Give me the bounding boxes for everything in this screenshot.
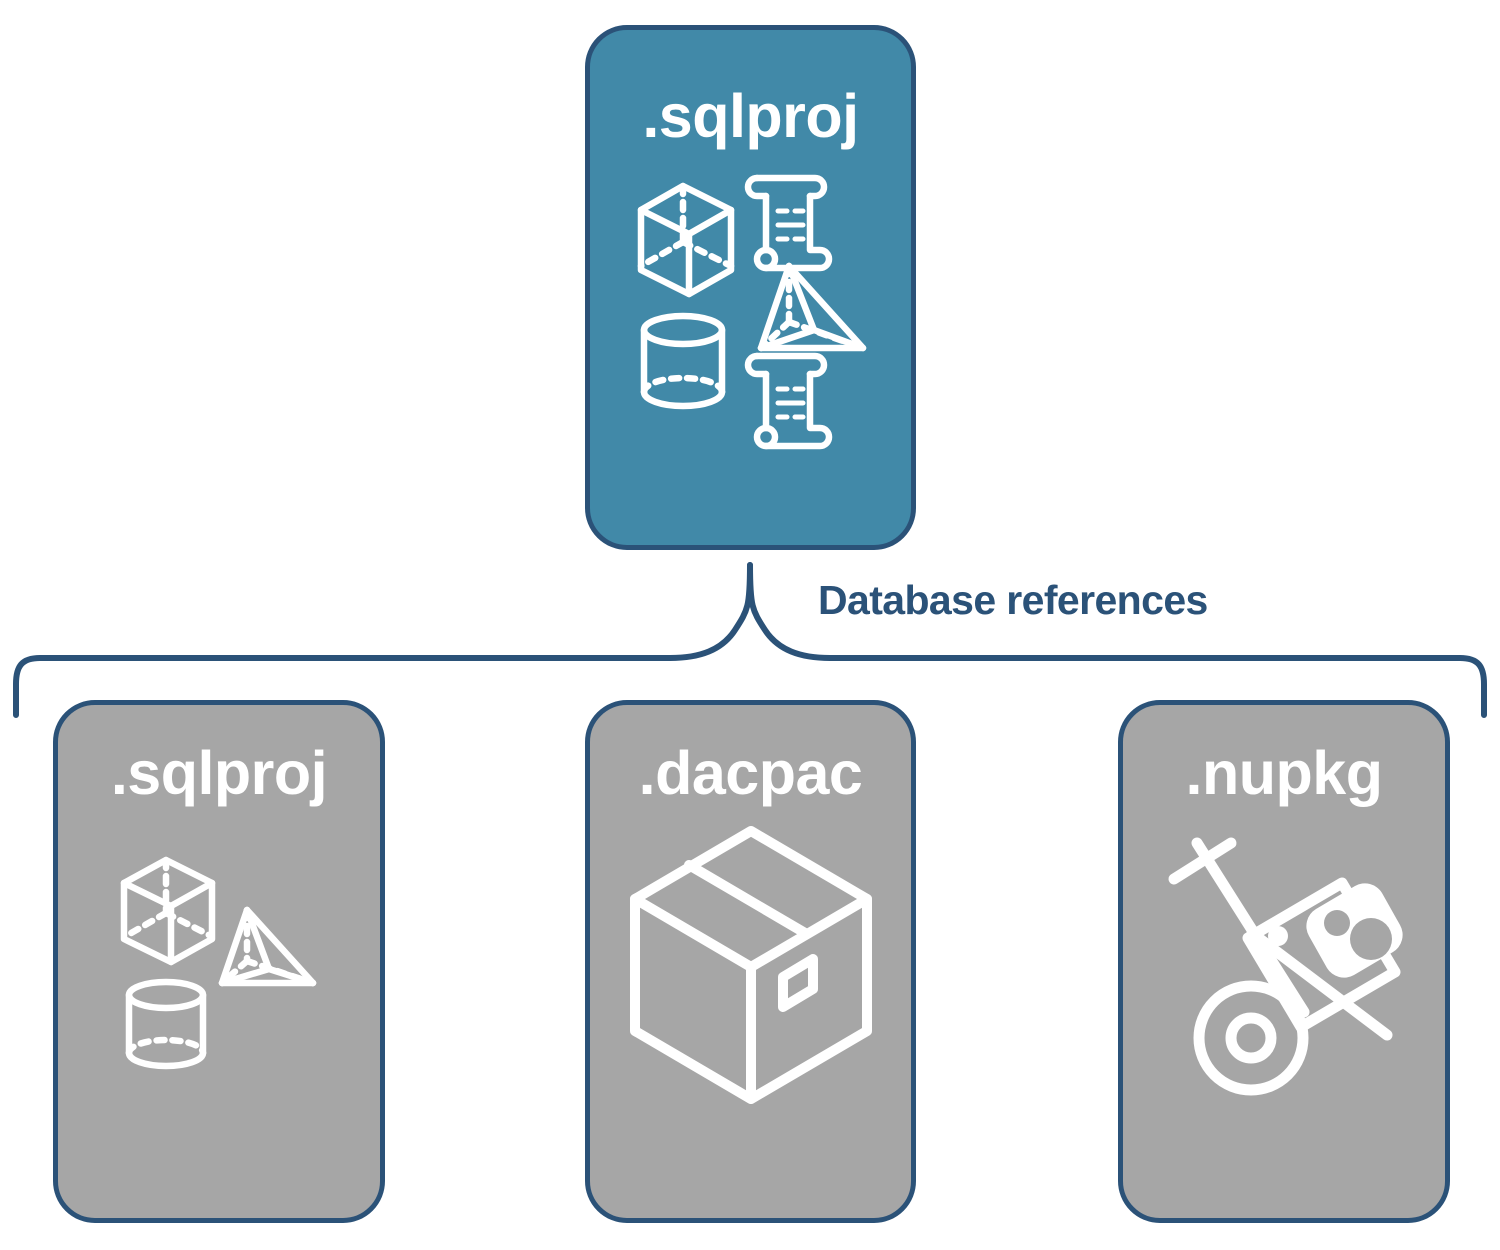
cube-wireframe-icon: [120, 856, 216, 966]
shipping-box-icon: [629, 826, 872, 1104]
scroll-script-icon: [744, 352, 832, 450]
cylinder-wireframe-icon: [640, 312, 725, 410]
cylinder-wireframe-icon: [125, 978, 207, 1070]
connector-label: Database references: [818, 577, 1208, 623]
cube-wireframe-icon: [637, 182, 734, 298]
card-title-reference-dacpac: .dacpac: [638, 739, 863, 807]
pyramid-wireframe-icon: [218, 906, 317, 987]
scroll-script-icon: [744, 174, 832, 272]
pyramid-wireframe-icon: [757, 262, 866, 352]
card-title-reference-sqlproj: .sqlproj: [110, 739, 328, 807]
card-artwork-reference-sqlproj: [58, 855, 380, 1070]
card-title-reference-nupkg: .nupkg: [1185, 739, 1383, 807]
card-title-source-sqlproj: .sqlproj: [642, 82, 859, 150]
card-reference-sqlproj[interactable]: .sqlproj: [53, 700, 385, 1223]
card-reference-dacpac[interactable]: .dacpac: [585, 700, 916, 1223]
card-artwork-reference-dacpac: [590, 825, 911, 1105]
card-reference-nupkg[interactable]: .nupkg: [1118, 700, 1450, 1223]
card-artwork-reference-nupkg: [1123, 835, 1445, 1105]
card-artwork-source-sqlproj: [590, 170, 911, 450]
card-source-sqlproj[interactable]: .sqlproj: [585, 25, 916, 550]
hand-truck-package-icon: [1168, 837, 1403, 1096]
